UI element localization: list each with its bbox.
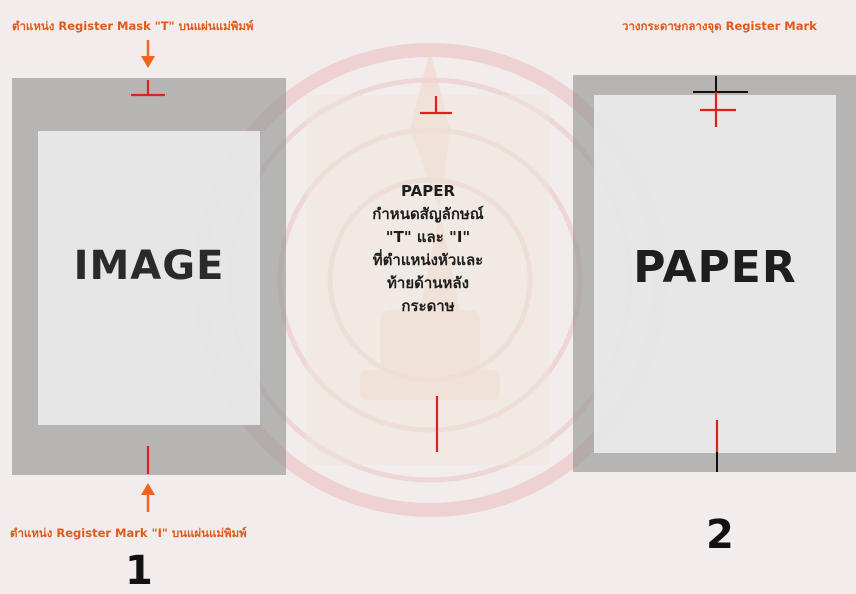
t-mark-paper xyxy=(420,96,452,113)
arrow-up-icon xyxy=(141,483,155,512)
caption-center-paper: วางกระดาษกลางจุด Register Mark xyxy=(622,18,817,36)
t-mark-plate xyxy=(131,80,165,95)
step-number-2: 2 xyxy=(706,512,734,558)
caption-t-mark: ตำแหน่ง Register Mask "T" บนแผ่นแม่พิมพ์ xyxy=(12,18,253,36)
step-number-1: 1 xyxy=(125,548,153,594)
arrow-down-icon xyxy=(141,40,155,68)
caption-i-mark: ตำแหน่ง Register Mark "I" บนแผ่นแม่พิมพ์ xyxy=(10,525,247,543)
t-mark-aligned xyxy=(693,76,748,127)
